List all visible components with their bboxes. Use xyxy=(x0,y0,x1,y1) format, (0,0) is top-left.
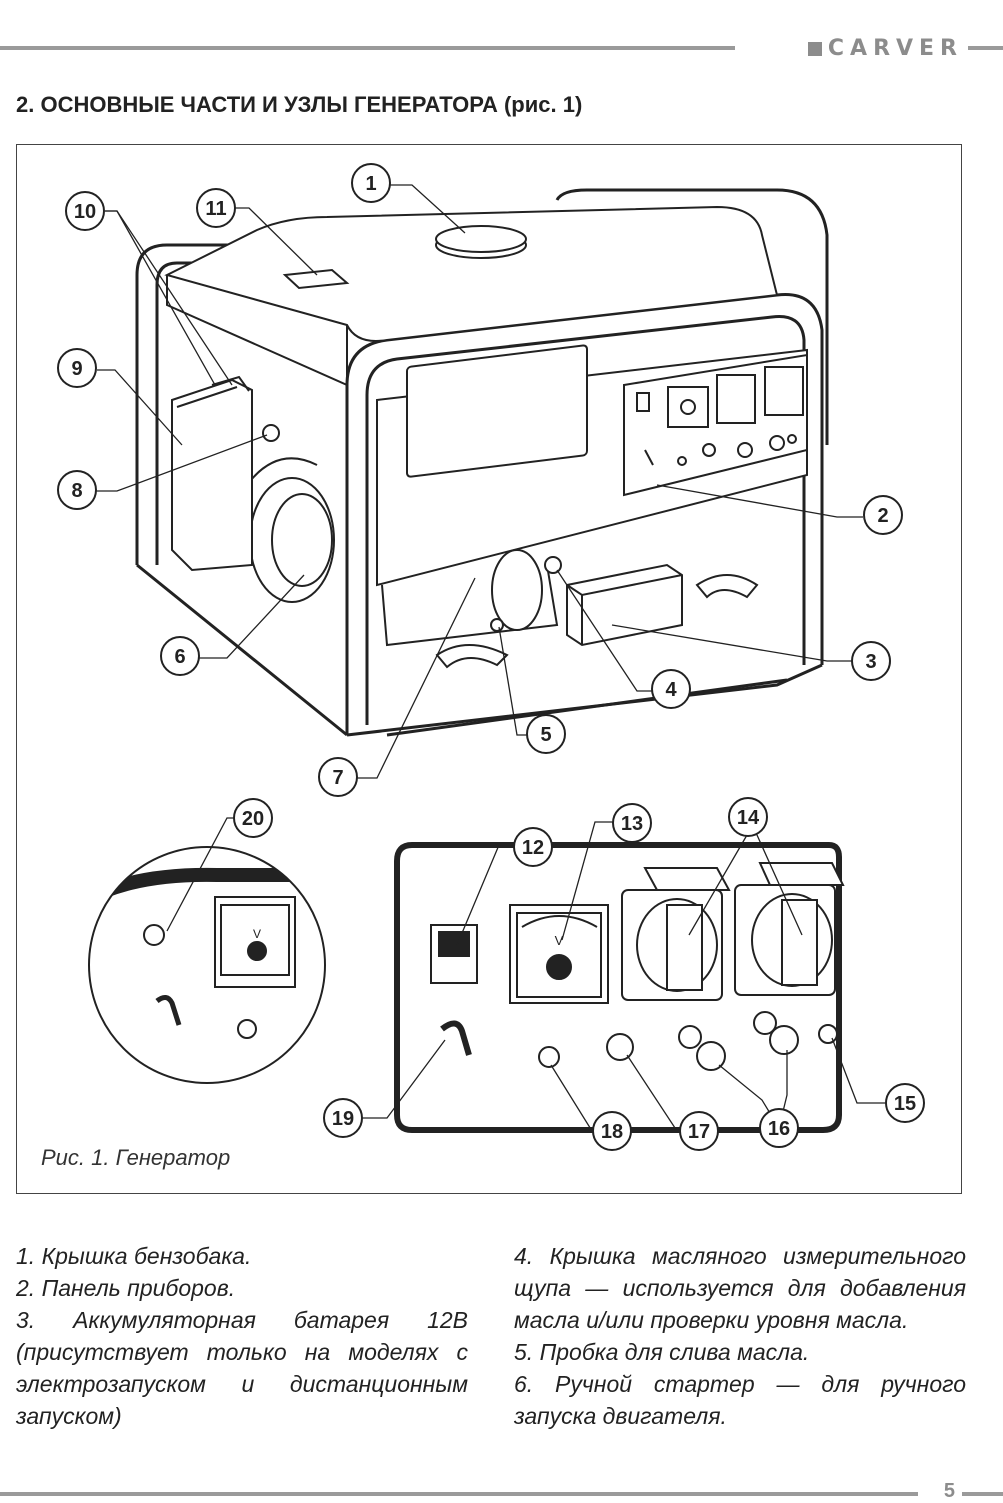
voltmeter-label: V xyxy=(253,927,261,941)
brand-name: CARVER xyxy=(827,36,963,61)
legend-item: 6. Ручной стартер — для ручного запуска … xyxy=(514,1371,966,1429)
drain-plug-icon xyxy=(490,618,504,632)
legend-item: 1. Крышка бензобака. xyxy=(16,1243,252,1269)
header-rule-right xyxy=(968,46,1003,50)
callout-label: 8 xyxy=(71,480,82,502)
ignition-switch-icon xyxy=(440,1020,472,1056)
callout-label: 3 xyxy=(865,651,876,673)
alternator-icon xyxy=(381,549,559,647)
callout-4 xyxy=(651,669,691,709)
callout-7 xyxy=(318,757,358,797)
generator-figure: 1 11 10 9 8 2 6 3 4 5 7 V xyxy=(16,144,962,1194)
callout-label: 12 xyxy=(522,837,544,859)
magnified-detail: V xyxy=(88,846,326,1084)
indicator-17-icon xyxy=(606,1033,634,1061)
choke-lever-icon xyxy=(211,375,250,392)
brand-logo: CARVER xyxy=(807,36,963,61)
figure-caption: Рис. 1. Генератор xyxy=(41,1145,231,1170)
control-panel-large: V xyxy=(394,842,845,1133)
section-title: 2. ОСНОВНЫЕ ЧАСТИ И УЗЛЫ ГЕНЕРАТОРА (рис… xyxy=(16,92,583,117)
indicator-18-icon xyxy=(538,1046,560,1068)
callout-label: 15 xyxy=(894,1093,916,1115)
callout-11 xyxy=(196,188,236,228)
callout-12 xyxy=(513,827,553,867)
dc-terminal-icon xyxy=(818,1024,838,1044)
voltmeter-label: V xyxy=(555,933,564,948)
hour-meter-icon xyxy=(143,924,165,946)
callout-label: 16 xyxy=(768,1118,790,1140)
fuel-valve-icon xyxy=(262,424,280,442)
air-filter-icon xyxy=(171,378,253,572)
legend-item: 2. Панель приборов. xyxy=(16,1275,236,1301)
callout-10 xyxy=(65,191,105,231)
callout-label: 7 xyxy=(332,767,343,789)
callout-label: 9 xyxy=(71,358,82,380)
callout-8 xyxy=(57,470,97,510)
callout-label: 18 xyxy=(601,1121,623,1143)
callout-label: 4 xyxy=(665,679,677,701)
recoil-starter-icon xyxy=(246,457,335,603)
legend-item: 5. Пробка для слива масла. xyxy=(514,1339,810,1365)
legend-item: 4. Крышка масляного измерительного щупа … xyxy=(514,1243,966,1333)
battery-icon xyxy=(566,563,683,647)
callout-5 xyxy=(526,714,566,754)
callout-18 xyxy=(592,1111,632,1151)
callout-3 xyxy=(851,641,891,681)
callout-label: 11 xyxy=(205,198,226,220)
ignition-switch-icon xyxy=(155,995,182,1026)
callout-label: 19 xyxy=(332,1108,354,1130)
callout-6 xyxy=(160,636,200,676)
fuel-cap-icon xyxy=(435,225,527,259)
footer-rule xyxy=(0,1492,918,1496)
callout-label: 6 xyxy=(174,646,185,668)
fuel-gauge-icon xyxy=(282,268,350,290)
callout-17 xyxy=(679,1111,719,1151)
callout-label: 20 xyxy=(242,808,264,830)
brand-mark-icon xyxy=(807,42,822,56)
callout-label: 10 xyxy=(74,201,96,223)
callout-14 xyxy=(728,797,768,837)
callout-label: 1 xyxy=(365,173,376,195)
callout-16 xyxy=(759,1108,799,1148)
page-number: 5 xyxy=(943,1480,955,1502)
footer-rule-right xyxy=(962,1492,1003,1496)
callout-19 xyxy=(323,1098,363,1138)
generator-illustration: 1 11 10 9 8 2 6 3 4 5 7 V xyxy=(57,163,925,1151)
callout-label: 5 xyxy=(540,724,551,746)
breaker-icon xyxy=(769,1025,799,1055)
header-rule xyxy=(0,46,735,50)
callout-20 xyxy=(233,798,273,838)
legend-item: 3. Аккумуляторная батарея 12В (присутств… xyxy=(16,1307,468,1429)
callout-1 xyxy=(351,163,391,203)
callout-9 xyxy=(57,348,97,388)
callout-label: 14 xyxy=(737,807,760,829)
dipstick-cap-icon xyxy=(544,556,562,574)
legend-right: 4. Крышка масляного измерительного щупа … xyxy=(514,1240,966,1432)
callout-label: 2 xyxy=(877,505,888,527)
callout-label: 13 xyxy=(621,813,643,835)
breaker-icon xyxy=(696,1041,726,1071)
callout-2 xyxy=(863,495,903,535)
callout-13 xyxy=(612,803,652,843)
callout-label: 17 xyxy=(688,1121,710,1143)
fuel-tank xyxy=(164,205,779,387)
callout-15 xyxy=(885,1083,925,1123)
control-panel-small xyxy=(623,353,808,497)
legend-left: 1. Крышка бензобака. 2. Панель приборов.… xyxy=(16,1240,468,1432)
